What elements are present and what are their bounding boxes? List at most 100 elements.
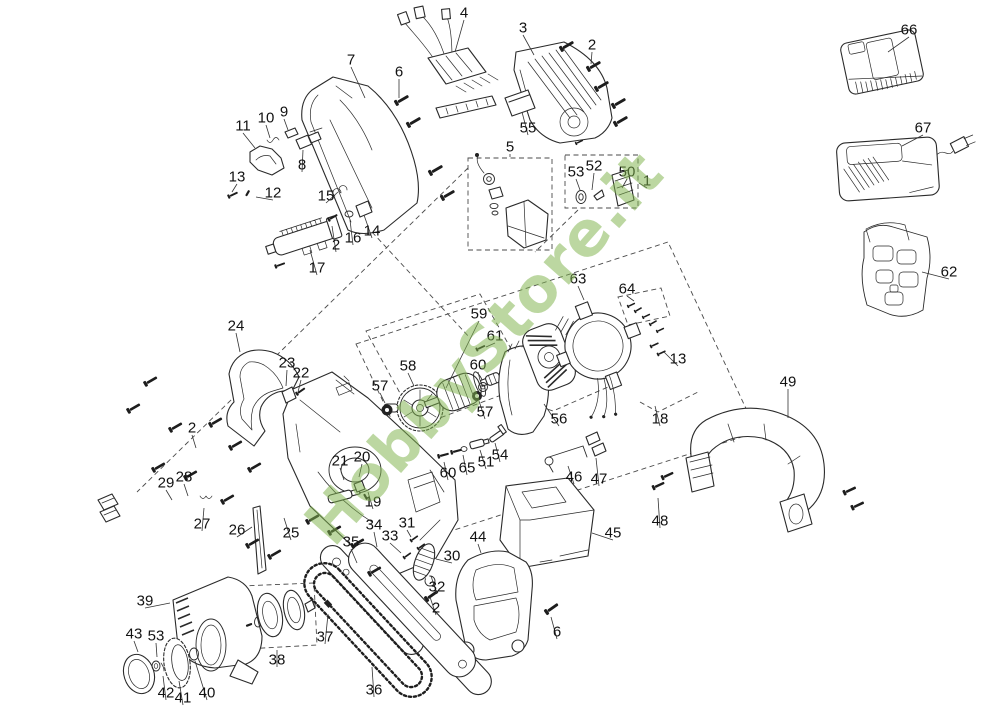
part-label-46: 46 [566,469,583,486]
part-label-29: 29 [158,475,175,492]
leader-12 [255,196,274,201]
part-label-54: 54 [492,447,509,464]
part-label-53: 53 [568,164,585,181]
leader-59 [445,320,480,389]
part-label-58: 58 [400,358,417,375]
part-label-67: 67 [915,120,932,137]
leader-7 [350,66,366,99]
leader-25 [283,517,292,541]
leader-26 [236,526,253,538]
part-label-51: 51 [478,454,495,471]
leader-42 [162,675,167,701]
front-guard [455,550,533,661]
part-label-7: 7 [347,52,355,69]
part-label-15: 15 [318,188,335,205]
part-label-24: 24 [228,318,245,335]
part-label-2: 2 [588,37,596,54]
part-label-22: 22 [293,365,310,382]
part-label-3: 3 [519,20,527,37]
leader-32 [430,575,438,595]
part-label-40: 40 [199,685,216,702]
part-label-2: 2 [188,420,196,437]
spring-46 [544,445,588,473]
leader-60 [477,371,481,381]
leader-51 [479,449,487,470]
part-label-8: 8 [298,157,306,174]
part-label-45: 45 [605,525,622,542]
leader-19 [367,491,374,510]
switch-wiring-assembly [396,5,499,119]
part-label-13: 13 [229,169,246,186]
part-label-2: 2 [332,237,340,254]
clutch-disc-kit [245,589,316,638]
leader-46 [567,465,575,485]
trigger-kit [475,153,549,249]
leader-57 [379,392,386,404]
part-label-6: 6 [395,64,403,81]
leader-60 [443,461,449,481]
leader-21 [339,467,345,481]
leader-53 [575,178,581,191]
part-label-57: 57 [372,378,389,395]
part-label-64: 64 [619,281,636,298]
part-label-38: 38 [269,652,286,669]
part-label-63: 63 [570,271,587,288]
battery-cover [499,477,595,569]
packing-foam [861,222,931,317]
leader-48 [657,497,661,529]
part-label-4: 4 [460,5,468,22]
leader-52 [591,172,595,191]
leader-9 [283,118,289,131]
leader-66 [887,36,910,53]
sprocket-drum [163,637,191,689]
part-label-20: 20 [354,449,371,466]
part-label-31: 31 [399,515,416,532]
part-label-6: 6 [553,624,561,641]
sprocket-cover [172,576,263,685]
plate-55 [504,89,536,117]
part-label-49: 49 [780,374,797,391]
leader-67 [901,134,924,147]
leader-13 [663,351,679,367]
part-label-55: 55 [520,120,537,137]
part-label-37: 37 [317,629,334,646]
part-label-52: 52 [586,158,603,175]
oil-pump-group [265,185,373,256]
motor-end-bracket [555,301,642,419]
tension-plate [412,543,436,581]
leader-35 [350,548,358,564]
leader-54 [494,442,501,463]
leader-36 [371,666,375,698]
leader-16 [349,219,354,246]
part-label-66: 66 [901,22,918,39]
part-label-60: 60 [470,357,487,374]
leader-56 [543,403,560,427]
part-label-43: 43 [126,626,143,643]
part-label-61: 61 [487,328,504,345]
part-label-2: 2 [432,600,440,617]
oil-line-fittings [460,423,507,452]
leader-63 [577,285,585,301]
part-label-65: 65 [459,460,476,477]
part-label-27: 27 [194,516,211,533]
leader-30 [435,558,453,564]
leader-18 [654,405,661,427]
part-label-10: 10 [258,110,275,127]
part-label-41: 41 [175,690,192,707]
part-label-17: 17 [309,260,326,277]
leader-53 [155,642,158,658]
part-label-21: 21 [332,453,349,470]
part-label-44: 44 [470,529,487,546]
front-handle [685,407,825,533]
part-label-1: 1 [643,173,651,190]
leader-65 [462,454,468,476]
shaft-clip-group [327,480,369,504]
leader-40 [194,660,208,701]
part-label-11: 11 [235,118,251,135]
leader-1 [638,182,648,189]
part-label-56: 56 [551,411,568,428]
part-label-42: 42 [158,685,175,702]
